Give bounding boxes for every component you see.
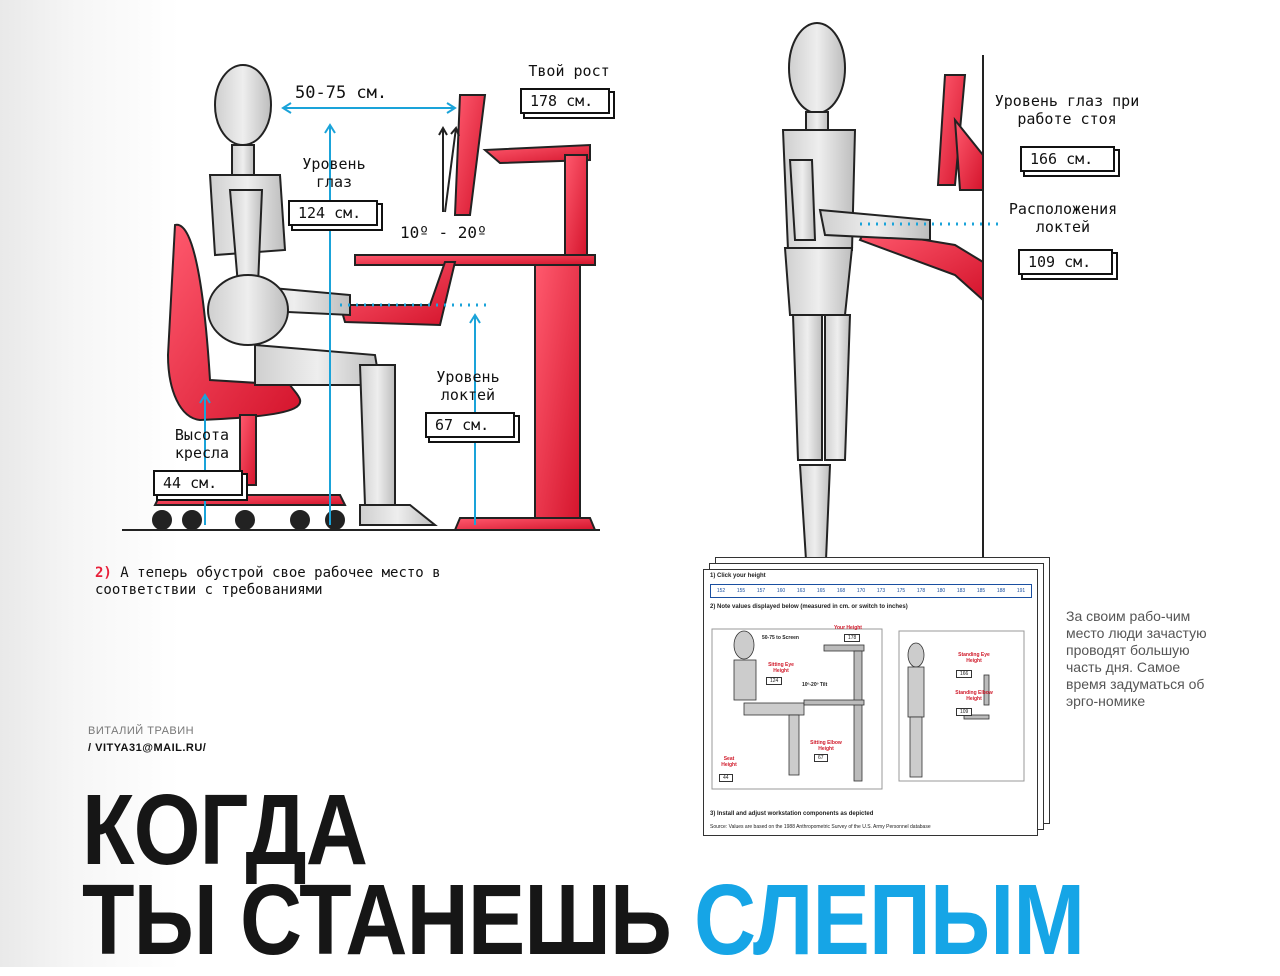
- inset-sit-elbow: Sitting Elbow Height: [810, 740, 842, 752]
- inset-height-option[interactable]: 173: [876, 588, 886, 594]
- inset-step2: 2) Note values displayed below (measured…: [710, 604, 908, 610]
- inset-height-option[interactable]: 155: [736, 588, 746, 594]
- inset-sit-eye: Sitting Eye Height: [768, 662, 794, 674]
- inset-diagram: [711, 628, 1025, 790]
- inset-sit-eye-val: 124: [766, 677, 783, 685]
- caption-number: 2): [95, 565, 112, 581]
- elbow-sit-label: Уровень локтей: [436, 368, 500, 404]
- inset-height-option[interactable]: 180: [936, 588, 946, 594]
- desk: [354, 94, 597, 531]
- eye-stand-value: 166 см.: [1020, 146, 1115, 172]
- inset-source: Source: Values are based on the 1988 Ant…: [710, 824, 931, 830]
- elbow-stand-label: Расположения локтей: [1008, 200, 1118, 236]
- headline-line2-dark: ТЫ СТАНЕШЬ: [82, 864, 672, 976]
- inset-stand-eye-val: 166: [956, 670, 973, 678]
- standing-mannequin: [781, 22, 931, 560]
- inset-height-option[interactable]: 168: [836, 588, 846, 594]
- inset-height-option[interactable]: 165: [816, 588, 826, 594]
- author-name: ВИТАЛИЙ ТРАВИН: [88, 725, 195, 737]
- author-email: / VITYA31@MAIL.RU/: [88, 742, 207, 754]
- eye-stand-label: Уровень глаз при работе стоя: [994, 92, 1140, 128]
- inset-tilt: 10º-20º Tilt: [802, 682, 828, 688]
- elbow-stand-value: 109 см.: [1018, 249, 1113, 275]
- reach-label: 50-75 см.: [295, 83, 388, 103]
- inset-your-height-val: 178: [844, 634, 861, 642]
- eye-sit-label: Уровень глаз: [302, 155, 366, 191]
- inset-height-option[interactable]: 188: [996, 588, 1006, 594]
- wall-keyboard: [858, 228, 984, 303]
- inset-height-option[interactable]: 152: [716, 588, 726, 594]
- sidebar-text: За своим рабо-чим место люди зачастую пр…: [1066, 608, 1207, 709]
- wall-monitor: [936, 74, 984, 191]
- inset-height-row: 152 155 157 160 163 165 168 170 173 175 178 180 183 1…: [710, 584, 1032, 598]
- inset-seat: Seat Height: [721, 756, 737, 768]
- tilt-label: 10º - 20º: [400, 223, 487, 242]
- inset-stand-elbow-val: 109: [956, 708, 973, 716]
- seated-mannequin: [207, 64, 438, 526]
- inset-height-option[interactable]: 183: [956, 588, 966, 594]
- headline-line2-accent: СЛЕПЫМ: [693, 864, 1085, 976]
- ergonomics-illustration: [122, 22, 1000, 560]
- inset-to-screen: 50-75 to Screen: [762, 635, 799, 641]
- inset-stand-elbow: Standing Elbow Height: [955, 690, 993, 702]
- height-label: Твой рост: [528, 62, 610, 80]
- inset-your-height: Your Height: [834, 625, 862, 631]
- inset-step1: 1) Click your height: [710, 573, 766, 579]
- headline-line1: КОГДА: [82, 774, 368, 886]
- inset-height-option[interactable]: 185: [976, 588, 986, 594]
- inset-height-option[interactable]: 191: [1016, 588, 1026, 594]
- tilt-arrows: [438, 125, 460, 213]
- inset-stand-eye: Standing Eye Height: [958, 652, 990, 664]
- inset-sit-elbow-val: 67: [814, 754, 828, 762]
- height-value: 178 см.: [520, 88, 610, 114]
- office-chair: [152, 223, 347, 530]
- inset-height-option[interactable]: 175: [896, 588, 906, 594]
- inset-height-option[interactable]: 160: [776, 588, 786, 594]
- figure-caption: 2) А теперь обустрой свое рабочее место …: [95, 565, 495, 599]
- eye-sit-value: 124 см.: [288, 200, 378, 226]
- inset-height-option[interactable]: 178: [916, 588, 926, 594]
- inset-step3: 3) Install and adjust workstation compon…: [710, 811, 874, 817]
- inset-seat-val: 44: [719, 774, 733, 782]
- inset-height-option[interactable]: 157: [756, 588, 766, 594]
- seat-label: Высота кресла: [174, 426, 230, 462]
- caption-text: А теперь обустрой свое рабочее место в с…: [95, 565, 441, 598]
- keyboard-tray: [338, 261, 457, 327]
- elbow-sit-value: 67 см.: [425, 412, 515, 438]
- measurement-guides: [199, 102, 490, 525]
- seat-value: 44 см.: [153, 470, 243, 496]
- inset-height-option[interactable]: 163: [796, 588, 806, 594]
- inset-height-option[interactable]: 170: [856, 588, 866, 594]
- author-block: ВИТАЛИЙ ТРАВИН / VITYA31@MAIL.RU/: [88, 723, 206, 757]
- headline-line2: ТЫ СТАНЕШЬ СЛЕПЫМ: [82, 870, 1085, 970]
